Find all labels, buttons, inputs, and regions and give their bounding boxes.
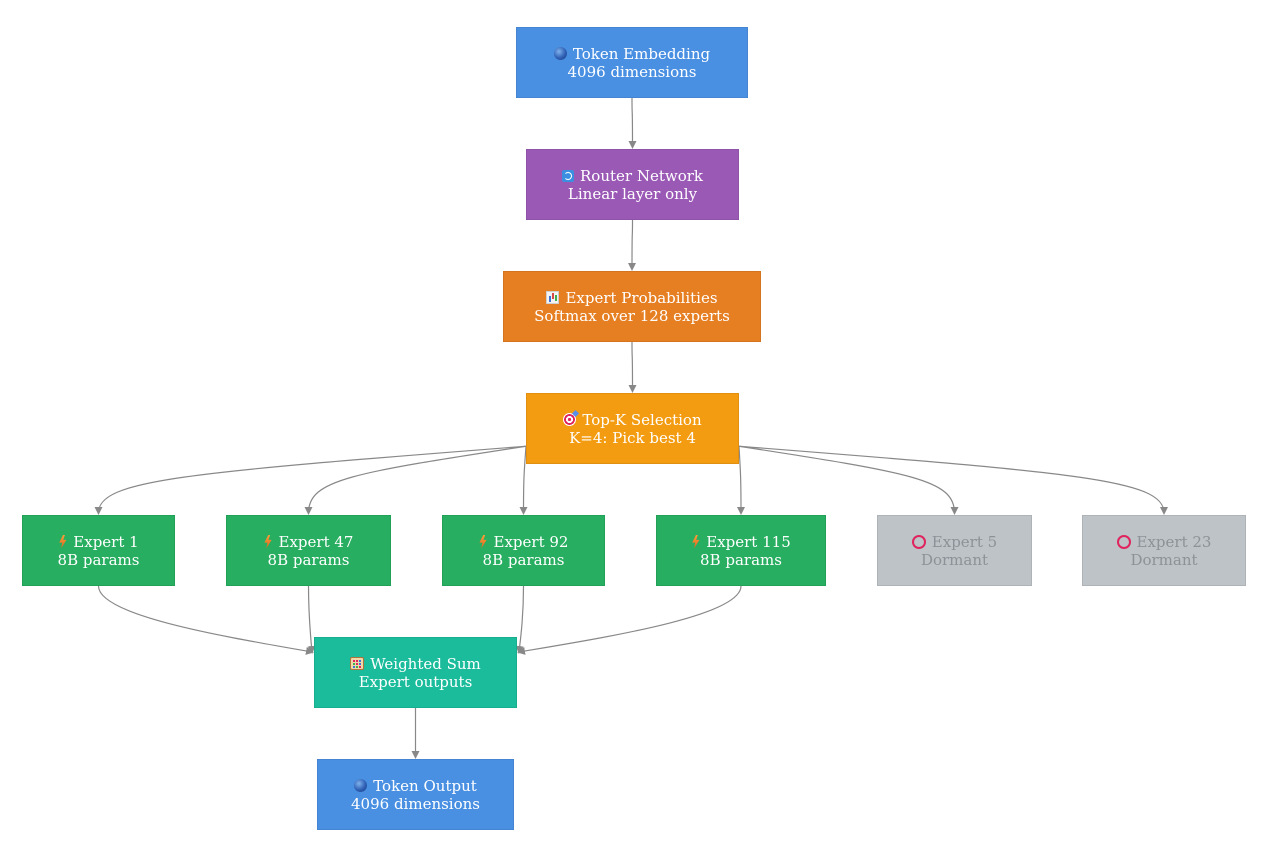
edge-topk_selection-to-expert_1 — [94, 445, 527, 515]
edge-expert_92-to-weighted_sum — [515, 585, 525, 654]
edge-expert_probabilities-to-topk_selection — [628, 341, 637, 393]
node-subtitle: 4096 dimensions — [351, 794, 480, 813]
node-title: Token Embedding — [572, 44, 711, 63]
node-title: Weighted Sum — [370, 654, 481, 673]
lightning-icon — [479, 534, 487, 549]
edge-token_embedding-to-router_network — [628, 97, 637, 149]
node-title: Expert 23 — [1136, 532, 1212, 551]
node-token-embedding: Token Embedding 4096 dimensions — [516, 27, 748, 98]
node-title: Expert 47 — [278, 532, 354, 551]
node-title: Top-K Selection — [582, 410, 702, 429]
node-expert-5: Expert 5 Dormant — [877, 515, 1032, 586]
bar-chart-icon — [546, 291, 560, 304]
node-subtitle: 8B params — [57, 550, 140, 569]
edge-expert_115-to-weighted_sum — [517, 585, 742, 655]
edge-topk_selection-to-expert_23 — [738, 445, 1168, 515]
globe-icon — [553, 47, 567, 60]
edge-topk_selection-to-expert_92 — [519, 446, 528, 515]
lightning-icon — [59, 534, 67, 549]
node-expert-92: Expert 92 8B params — [442, 515, 605, 586]
cycle-icon — [562, 169, 574, 182]
node-title: Expert 115 — [706, 532, 791, 551]
node-subtitle: Expert outputs — [358, 672, 473, 691]
edge-router_network-to-expert_probabilities — [628, 219, 637, 271]
node-topk-selection: Top-K Selection K=4: Pick best 4 — [526, 393, 739, 464]
edge-topk_selection-to-expert_47 — [304, 445, 527, 515]
node-title: Expert Probabilities — [565, 288, 718, 307]
node-token-output: Token Output 4096 dimensions — [317, 759, 514, 830]
lightning-icon — [264, 534, 272, 549]
node-title: Expert 5 — [931, 532, 998, 551]
node-expert-47: Expert 47 8B params — [226, 515, 391, 586]
node-subtitle: Dormant — [1130, 550, 1198, 569]
ring-icon — [911, 534, 926, 549]
edge-topk_selection-to-expert_115 — [736, 446, 745, 515]
target-icon — [563, 413, 577, 426]
node-expert-1: Expert 1 8B params — [22, 515, 175, 586]
node-router-network: Router Network Linear layer only — [526, 149, 739, 220]
node-expert-115: Expert 115 8B params — [656, 515, 826, 586]
edge-expert_1-to-weighted_sum — [97, 585, 314, 655]
node-subtitle: 4096 dimensions — [567, 62, 697, 81]
edge-expert_47-to-weighted_sum — [307, 585, 316, 654]
node-title: Token Output — [373, 776, 477, 795]
node-title: Expert 1 — [73, 532, 139, 551]
node-expert-23: Expert 23 Dormant — [1082, 515, 1246, 586]
node-expert-probabilities: Expert Probabilities Softmax over 128 ex… — [503, 271, 761, 342]
lightning-icon — [692, 534, 700, 549]
node-subtitle: 8B params — [267, 550, 350, 569]
node-title: Expert 92 — [493, 532, 569, 551]
node-subtitle: K=4: Pick best 4 — [569, 428, 696, 447]
node-subtitle: 8B params — [482, 550, 565, 569]
node-subtitle: Linear layer only — [567, 184, 698, 203]
abacus-icon — [350, 657, 365, 670]
node-subtitle: Softmax over 128 experts — [534, 306, 730, 325]
edge-topk_selection-to-expert_5 — [738, 445, 959, 515]
globe-icon — [354, 779, 368, 792]
ring-icon — [1116, 534, 1131, 549]
node-subtitle: 8B params — [700, 550, 782, 569]
node-weighted-sum: Weighted Sum Expert outputs — [314, 637, 517, 708]
node-subtitle: Dormant — [920, 550, 989, 569]
node-title: Router Network — [580, 166, 703, 185]
